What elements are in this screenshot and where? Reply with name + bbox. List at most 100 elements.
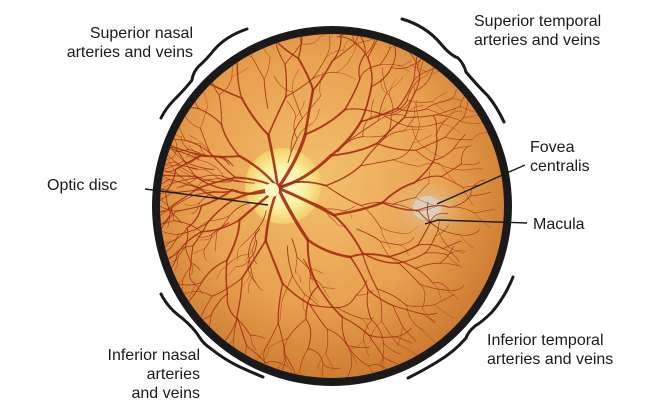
vessel-segment	[124, 148, 141, 161]
vessel-segment	[151, 274, 166, 283]
vessel-segment	[135, 152, 152, 153]
vessel-segment	[148, 243, 158, 254]
vessel-segment	[134, 262, 155, 265]
vessel-segment	[148, 106, 161, 109]
vessel-segment	[248, 15, 263, 24]
label-inferior-temporal: Inferior temporal arteries and veins	[487, 331, 655, 369]
vessel-segment	[366, 16, 378, 27]
label-fovea-centralis: Fovea centralis	[530, 138, 630, 176]
vessel-segment	[264, 3, 273, 19]
vessel-segment	[141, 266, 146, 282]
vessel-segment	[124, 204, 136, 210]
vessel-segment	[155, 118, 170, 128]
vessel-segment	[114, 199, 129, 205]
vessel-segment	[260, 9, 264, 24]
vessel-segment	[146, 64, 161, 74]
vessel-segment	[131, 198, 148, 203]
vessel-segment	[153, 113, 157, 131]
vessel-segment	[123, 152, 135, 158]
vessel-segment	[295, 9, 303, 24]
label-optic-disc: Optic disc	[47, 176, 147, 195]
vessel-segment	[210, 2, 221, 15]
vessel-segment	[123, 204, 133, 215]
vessel-segment	[142, 248, 154, 261]
vessel-segment	[125, 207, 147, 210]
vessel-segment	[224, 369, 239, 383]
vessel-segment	[200, 3, 204, 21]
vessel-segment	[134, 142, 146, 150]
vessel-segment	[137, 227, 156, 237]
vessel-segment	[140, 128, 156, 133]
vessel-segment	[185, 19, 205, 21]
label-line: Macula	[533, 215, 633, 234]
optic-cup	[265, 183, 279, 197]
vessel-segment	[238, 36, 256, 38]
vessel-segment	[177, 325, 186, 339]
vessel-segment	[114, 222, 130, 223]
vessel-segment	[137, 154, 152, 166]
vessel-segment	[144, 264, 155, 281]
vessel-segment	[109, 207, 126, 210]
vessel-segment	[149, 127, 162, 139]
vessel-segment	[119, 167, 134, 170]
vessel-segment	[144, 281, 146, 297]
vessel-segment	[333, 0, 340, 16]
vessel-segment	[133, 79, 153, 81]
vessel-segment	[299, 0, 304, 12]
vessel-segment	[278, 378, 284, 398]
vessel-segment	[123, 160, 137, 163]
label-line: Inferior nasal	[60, 346, 200, 365]
vessel-segment	[138, 228, 155, 235]
vessel-segment	[141, 283, 151, 293]
vessel-segment	[155, 271, 160, 285]
vessel-segment	[148, 257, 161, 263]
vessel-segment	[109, 168, 123, 173]
label-line: arteries and veins	[487, 350, 655, 369]
vessel-segment	[149, 108, 162, 112]
label-line: Superior temporal	[474, 12, 654, 31]
vessel-segment	[135, 225, 152, 226]
vessel-segment	[269, 378, 279, 393]
label-line: arteries and veins	[10, 43, 193, 62]
label-line: Superior nasal	[10, 24, 193, 43]
vessel-segment	[160, 70, 175, 74]
vessel-segment	[274, 2, 282, 19]
vessel-segment	[134, 138, 147, 142]
vessel-segment	[219, 15, 223, 37]
vessel-segment	[133, 164, 154, 165]
vessel-segment	[314, 0, 317, 16]
vessel-segment	[223, 364, 232, 378]
vessel-segment	[205, 21, 224, 37]
vessel-segment	[256, 11, 270, 22]
vessel-segment	[150, 109, 161, 117]
vessel-segment	[148, 110, 162, 121]
vessel-segment	[146, 139, 162, 143]
vessel-segment	[134, 125, 149, 127]
vessel-segment	[147, 271, 160, 275]
vessel-segment	[357, 2, 362, 19]
vessel-segment	[116, 159, 131, 165]
vessel-segment	[234, 0, 244, 9]
vessel-segment	[154, 98, 165, 100]
vessel-segment	[144, 142, 162, 152]
vessel-segment	[145, 291, 154, 305]
vessel-segment	[144, 245, 154, 254]
vessel-segment	[304, 10, 311, 24]
vessel-segment	[366, 10, 370, 27]
label-line: and veins	[60, 384, 200, 403]
vessel-segment	[133, 204, 134, 219]
vessel-segment	[292, 0, 299, 12]
vessel-segment	[221, 0, 227, 15]
vessel-segment	[128, 219, 141, 224]
vessel-segment	[119, 236, 137, 238]
vessel-segment	[270, 5, 272, 22]
vessel-segment	[357, 11, 372, 19]
vessel-segment	[126, 127, 141, 129]
label-line: Optic disc	[47, 176, 147, 195]
vessel-segment	[340, 0, 346, 16]
vessel-segment	[137, 219, 142, 234]
vessel-segment	[239, 369, 248, 387]
vessel-segment	[133, 206, 143, 212]
vessel-segment	[315, 10, 330, 16]
